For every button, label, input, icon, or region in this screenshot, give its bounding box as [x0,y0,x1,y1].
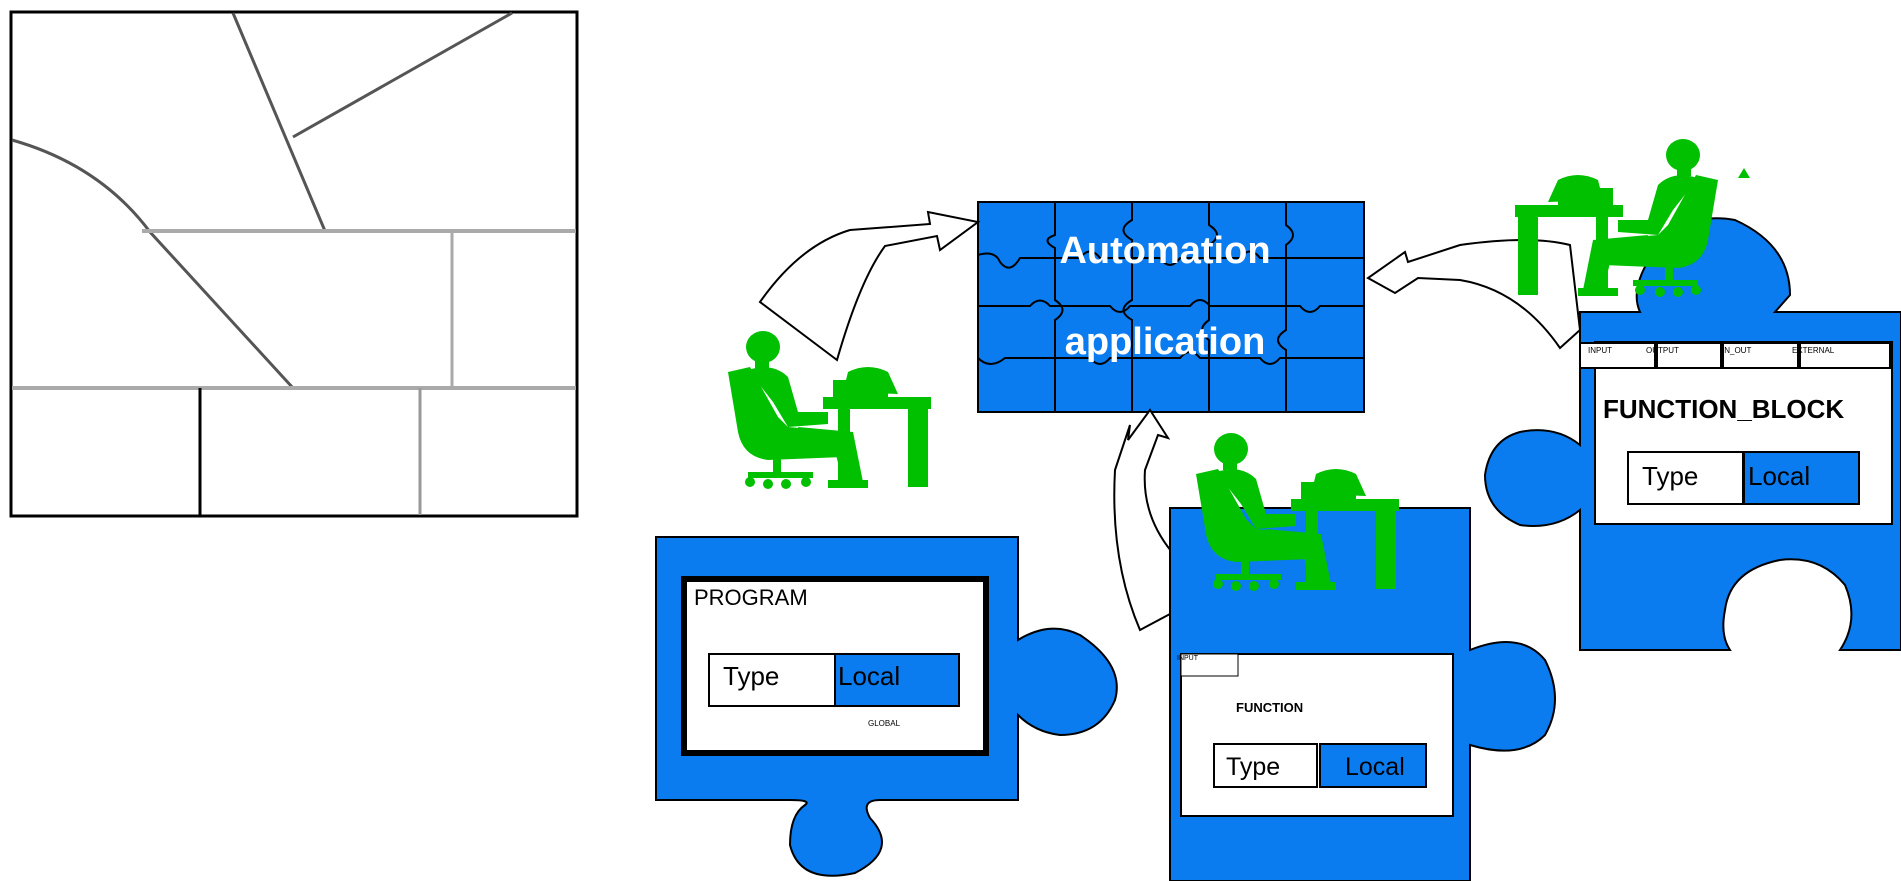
small-green-mark [1738,168,1750,178]
automation-puzzle: Automation application [977,201,1365,413]
program-title: PROGRAM [694,585,808,610]
center-title-line1: Automation [1059,230,1270,272]
function-type-label: Type [1226,753,1280,781]
program-type-label: Type [723,661,779,691]
program-global-label: GLOBAL [868,719,901,728]
function-local-label: Local [1345,753,1405,781]
fb-tab-output: OUTPUT [1646,346,1679,355]
arrow-function-block-to-center [1366,239,1582,350]
function-input-label: INPUT [1177,655,1199,662]
program-local-label: Local [838,661,900,691]
function-piece: INPUT FUNCTION Type Local [1169,507,1556,881]
fb-tab-external: EXTERNAL [1792,346,1835,355]
function-title: FUNCTION [1236,700,1303,715]
arrow-program-to-center [758,210,981,362]
sketch-frame [9,10,579,518]
fb-tab-input: INPUT [1588,346,1612,355]
function-block-type-label: Type [1642,461,1698,491]
function-block-piece: INPUT OUTPUT IN_OUT EXTERNAL FUNCTION_BL… [1483,217,1901,651]
fb-tab-in-out: IN_OUT [1722,346,1751,355]
function-block-title: FUNCTION_BLOCK [1603,394,1844,424]
program-piece: PROGRAM Type Local GLOBAL [655,536,1118,877]
center-title-line2: application [1065,321,1266,363]
function-block-local-label: Local [1748,461,1810,491]
